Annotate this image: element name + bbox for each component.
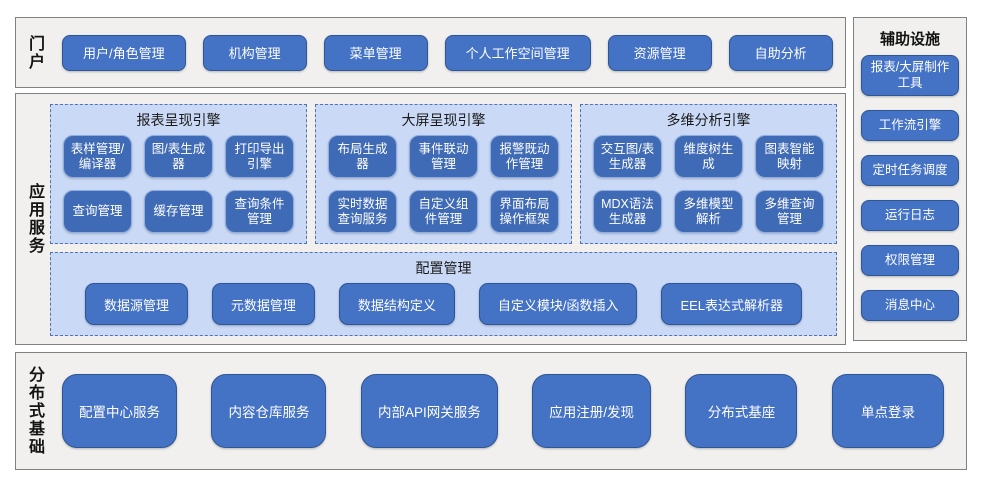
node-realtime-data-query-service: 实时数据查询服务 <box>328 190 397 233</box>
group-grid: 交互图/表生成器 维度树生成 图表智能映射 MDX语法生成器 多维模型解析 多维… <box>581 133 836 243</box>
node-workflow-engine: 工作流引擎 <box>861 110 959 142</box>
app-services-panel: 应用服务 报表呈现引擎 表样管理/编译器 图/表生成器 打印导出引擎 查询管理 … <box>15 93 846 345</box>
distributed-node-row: 配置中心服务 内容仓库服务 内部API网关服务 应用注册/发现 分布式基座 单点… <box>62 374 944 448</box>
node-internal-api-gateway-service: 内部API网关服务 <box>360 374 498 448</box>
group-bigscreen-rendering-engine: 大屏呈现引擎 布局生成器 事件联动管理 报警既动作管理 实时数据查询服务 自定义… <box>315 104 572 244</box>
node-distributed-base: 分布式基座 <box>685 374 798 448</box>
node-chart-table-generator: 图/表生成器 <box>144 135 213 178</box>
node-metadata-management: 元数据管理 <box>211 283 315 325</box>
node-chart-smart-mapping: 图表智能映射 <box>755 135 824 178</box>
node-single-sign-on: 单点登录 <box>831 374 944 448</box>
group-title: 报表呈现引擎 <box>136 112 221 128</box>
node-menu-management: 菜单管理 <box>323 34 428 71</box>
node-config-center-service: 配置中心服务 <box>62 374 177 448</box>
group-configuration-management: 配置管理 数据源管理 元数据管理 数据结构定义 自定义模块/函数插入 EEL表达… <box>50 252 837 336</box>
node-layout-generator: 布局生成器 <box>328 135 397 178</box>
group-title: 大屏呈现引擎 <box>401 112 486 128</box>
node-event-linkage-management: 事件联动管理 <box>409 135 478 178</box>
node-template-management-compiler: 表样管理/编译器 <box>63 135 132 178</box>
node-user-role-management: 用户/角色管理 <box>62 34 186 71</box>
auxiliary-panel: 辅助设施 报表/大屏制作工具 工作流引擎 定时任务调度 运行日志 权限管理 消息… <box>853 17 967 341</box>
node-multidim-model-parsing: 多维模型解析 <box>674 190 743 233</box>
node-mdx-syntax-generator: MDX语法生成器 <box>593 190 662 233</box>
node-eel-expression-parser: EEL表达式解析器 <box>661 283 803 325</box>
app-services-body: 报表呈现引擎 表样管理/编译器 图/表生成器 打印导出引擎 查询管理 缓存管理 … <box>48 94 845 344</box>
node-interactive-chart-table-generator: 交互图/表生成器 <box>593 135 662 178</box>
node-organization-management: 机构管理 <box>202 34 307 71</box>
node-self-service-analysis: 自助分析 <box>728 34 833 71</box>
node-scheduled-task-scheduling: 定时任务调度 <box>861 155 959 187</box>
node-query-condition-management: 查询条件管理 <box>225 190 294 233</box>
node-custom-module-function-insert: 自定义模块/函数插入 <box>478 283 638 325</box>
auxiliary-node-column: 报表/大屏制作工具 工作流引擎 定时任务调度 运行日志 权限管理 消息中心 <box>861 55 959 322</box>
engine-groups: 报表呈现引擎 表样管理/编译器 图/表生成器 打印导出引擎 查询管理 缓存管理 … <box>50 104 837 244</box>
portal-label: 门户 <box>26 34 43 71</box>
node-ui-layout-operation-framework: 界面布局操作框架 <box>490 190 559 233</box>
node-print-export-engine: 打印导出引擎 <box>225 135 294 178</box>
distributed-base-label: 分布式基础 <box>26 366 43 456</box>
node-cache-management: 缓存管理 <box>144 190 213 233</box>
distributed-base-panel: 分布式基础 配置中心服务 内容仓库服务 内部API网关服务 应用注册/发现 分布… <box>15 352 967 470</box>
node-content-repository-service: 内容仓库服务 <box>211 374 327 448</box>
app-services-label: 应用服务 <box>26 183 43 255</box>
config-node-row: 数据源管理 元数据管理 数据结构定义 自定义模块/函数插入 EEL表达式解析器 <box>51 281 836 335</box>
node-multidim-query-management: 多维查询管理 <box>755 190 824 233</box>
portal-panel: 门户 用户/角色管理 机构管理 菜单管理 个人工作空间管理 资源管理 自助分析 <box>15 17 846 88</box>
group-olap-analysis-engine: 多维分析引擎 交互图/表生成器 维度树生成 图表智能映射 MDX语法生成器 多维… <box>580 104 837 244</box>
group-grid: 布局生成器 事件联动管理 报警既动作管理 实时数据查询服务 自定义组件管理 界面… <box>316 133 571 243</box>
group-report-rendering-engine: 报表呈现引擎 表样管理/编译器 图/表生成器 打印导出引擎 查询管理 缓存管理 … <box>50 104 307 244</box>
node-report-bigscreen-authoring-tool: 报表/大屏制作工具 <box>861 55 959 97</box>
node-query-management: 查询管理 <box>63 190 132 233</box>
node-app-registration-discovery: 应用注册/发现 <box>532 374 651 448</box>
auxiliary-title: 辅助设施 <box>879 31 940 48</box>
node-datasource-management: 数据源管理 <box>84 283 188 325</box>
portal-node-row: 用户/角色管理 机构管理 菜单管理 个人工作空间管理 资源管理 自助分析 <box>62 34 833 71</box>
node-custom-component-management: 自定义组件管理 <box>409 190 478 233</box>
node-resource-management: 资源管理 <box>607 34 712 71</box>
group-title: 多维分析引擎 <box>666 112 751 128</box>
group-title: 配置管理 <box>415 260 472 276</box>
node-message-center: 消息中心 <box>861 290 959 322</box>
node-dimension-tree-generation: 维度树生成 <box>674 135 743 178</box>
node-run-log: 运行日志 <box>861 200 959 232</box>
node-personal-workspace-management: 个人工作空间管理 <box>444 34 591 71</box>
node-alarm-action-management: 报警既动作管理 <box>490 135 559 178</box>
group-grid: 表样管理/编译器 图/表生成器 打印导出引擎 查询管理 缓存管理 查询条件管理 <box>51 133 306 243</box>
node-data-structure-definition: 数据结构定义 <box>338 283 455 325</box>
node-permission-management: 权限管理 <box>861 245 959 277</box>
